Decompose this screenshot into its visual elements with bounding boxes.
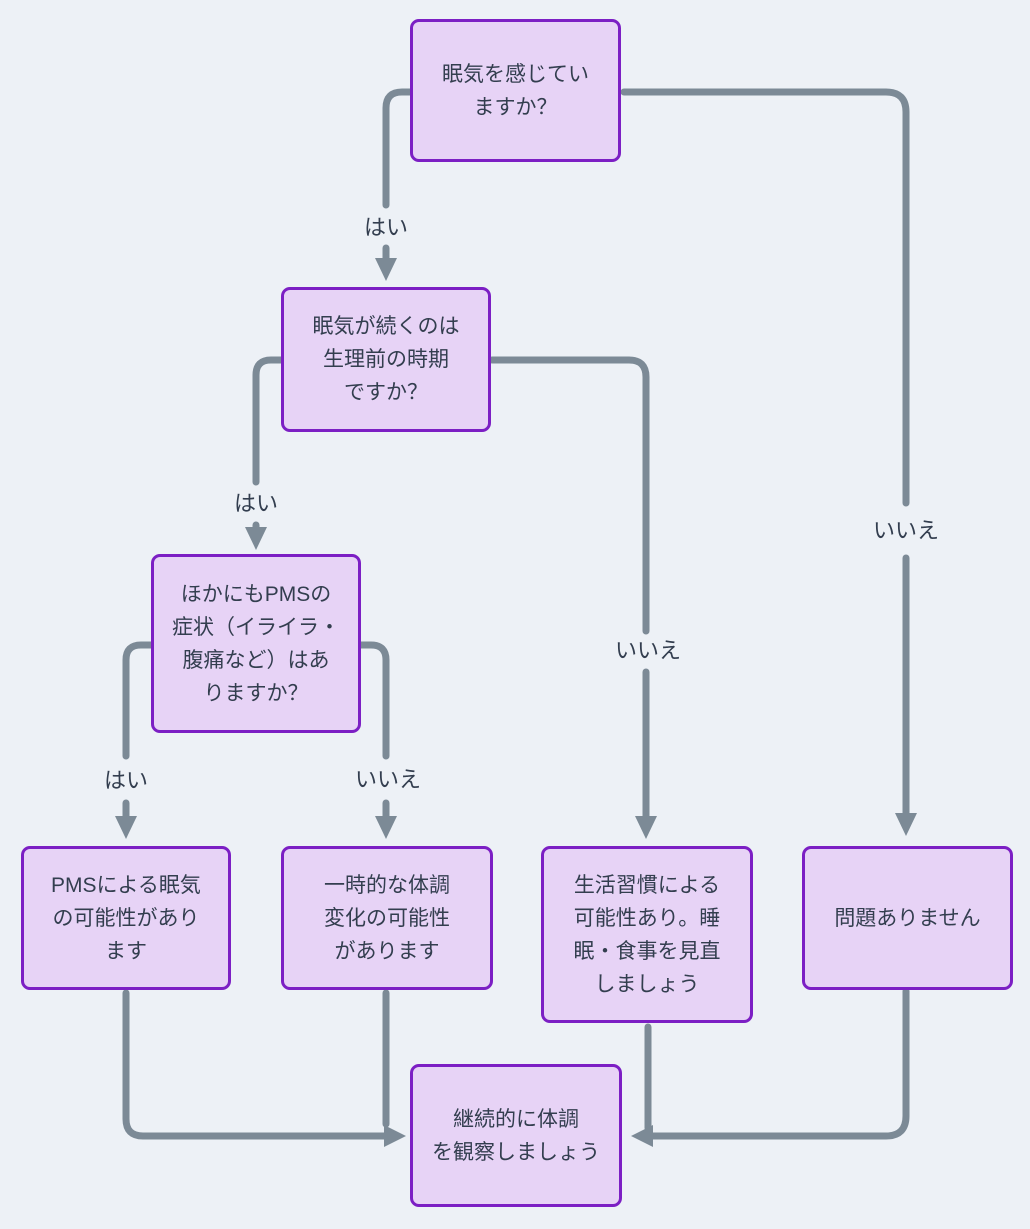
edge-premenstrual-yes: [245, 356, 287, 550]
arrowhead-down-icon: [245, 527, 267, 550]
edge-line: [356, 641, 390, 760]
edge-label-premenstrual-yes: はい: [233, 491, 279, 516]
edge-line: [252, 356, 287, 486]
node-r-lifestyle: 生活習慣による 可能性あり。睡 眠・食事を見直 しましょう: [541, 846, 753, 1023]
edge-pms-observe: [122, 989, 406, 1147]
edge-label-premenstrual-no: いいえ: [614, 638, 682, 663]
edge-line: [649, 987, 910, 1140]
arrowhead-down-icon: [375, 258, 397, 281]
node-r-no-problem: 問題ありません: [802, 846, 1013, 990]
node-q-premenstrual: 眠気が続くのは 生理前の時期 ですか？: [281, 287, 491, 432]
arrowhead-down-icon: [635, 816, 657, 839]
node-r-temporary: 一時的な体調 変化の可能性 があります: [281, 846, 493, 990]
edge-line: [620, 88, 910, 507]
edge-label-sleepy-no: いいえ: [872, 518, 940, 543]
node-q-pms-symptoms: ほかにもPMSの 症状（イライラ・ 腹痛など）はあ りますか？: [151, 554, 361, 733]
edge-line: [122, 989, 388, 1140]
edge-pms-symptoms-yes: [115, 641, 156, 839]
edge-label-pms-symptoms-yes: はい: [103, 768, 149, 793]
edge-pms-symptoms-no: [356, 641, 397, 839]
arrowhead-down-icon: [375, 816, 397, 839]
edge-line: [122, 641, 156, 760]
node-q-sleepy: 眠気を感じてい ますか？: [410, 19, 621, 162]
edge-label-pms-symptoms-no: いいえ: [354, 767, 422, 792]
arrowhead-right-icon: [384, 1125, 406, 1147]
edge-line: [488, 356, 650, 635]
edge-premenstrual-no: [488, 356, 657, 839]
edge-sleepy-yes: [375, 88, 416, 281]
edge-line: [382, 88, 416, 209]
arrowhead-down-icon: [115, 816, 137, 839]
arrowhead-down-icon: [895, 813, 917, 836]
edge-label-sleepy-yes: はい: [363, 215, 409, 240]
node-r-pms: PMSによる眠気 の可能性があり ます: [21, 846, 231, 990]
edge-sleepy-no: [620, 88, 917, 836]
node-r-observe: 継続的に体調 を観察しましょう: [410, 1064, 622, 1207]
